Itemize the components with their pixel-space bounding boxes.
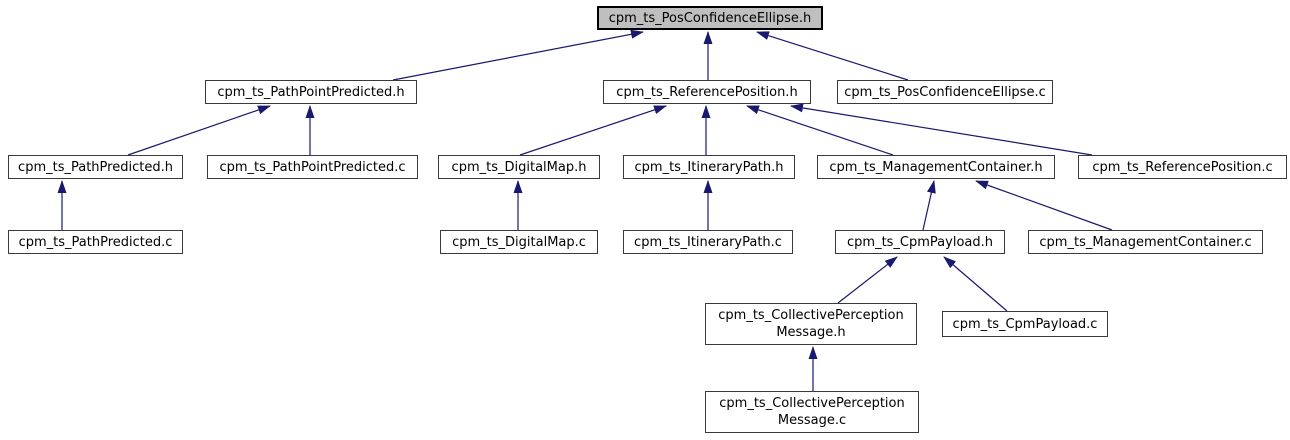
node-management-container-c[interactable]: cpm_ts_ManagementContainer.c: [1028, 230, 1263, 254]
edge-collective-perception-message-h--cpm-payload-h: [837, 256, 898, 304]
node-cpm-payload-c[interactable]: cpm_ts_CpmPayload.c: [942, 311, 1108, 337]
edge-cpm-payload-c--cpm-payload-h: [943, 256, 1008, 312]
edge-cpm-payload-h--management-container-h: [922, 180, 936, 231]
node-collective-perception-message-h[interactable]: cpm_ts_CollectivePerception Message.h: [705, 303, 917, 345]
node-itinerary-path-h[interactable]: cpm_ts_ItineraryPath.h: [623, 155, 795, 179]
node-reference-position-h[interactable]: cpm_ts_ReferencePosition.h: [603, 80, 811, 104]
edge-pos-confidence-ellipse-c--pos-confidence-ellipse-h: [756, 31, 909, 81]
node-path-point-predicted-h[interactable]: cpm_ts_PathPointPredicted.h: [205, 80, 417, 104]
node-path-predicted-c[interactable]: cpm_ts_PathPredicted.c: [8, 230, 183, 254]
node-cpm-payload-h[interactable]: cpm_ts_CpmPayload.h: [835, 230, 1005, 254]
node-collective-perception-message-c[interactable]: cpm_ts_CollectivePerception Message.c: [705, 391, 919, 433]
node-pos-confidence-ellipse-c[interactable]: cpm_ts_PosConfidenceEllipse.c: [837, 80, 1053, 104]
edge-management-container-h--reference-position-h: [746, 105, 894, 156]
node-path-point-predicted-c[interactable]: cpm_ts_PathPointPredicted.c: [207, 155, 418, 179]
edge-management-container-c--management-container-h: [975, 180, 1113, 231]
edge-path-predicted-h--path-point-predicted-h: [127, 105, 271, 156]
node-path-predicted-h[interactable]: cpm_ts_PathPredicted.h: [8, 155, 183, 179]
edge-digital-map-h--reference-position-h: [519, 105, 667, 156]
node-digital-map-h[interactable]: cpm_ts_DigitalMap.h: [438, 155, 600, 179]
edge-reference-position-c--reference-position-h: [790, 103, 1093, 156]
node-reference-position-c[interactable]: cpm_ts_ReferencePosition.c: [1078, 155, 1287, 179]
edge-path-point-predicted-h--pos-confidence-ellipse-h: [392, 29, 644, 81]
node-digital-map-c[interactable]: cpm_ts_DigitalMap.c: [440, 230, 598, 254]
node-management-container-h[interactable]: cpm_ts_ManagementContainer.h: [817, 155, 1055, 179]
node-pos-confidence-ellipse-h: cpm_ts_PosConfidenceEllipse.h: [597, 6, 823, 30]
node-itinerary-path-c[interactable]: cpm_ts_ItineraryPath.c: [623, 230, 793, 254]
